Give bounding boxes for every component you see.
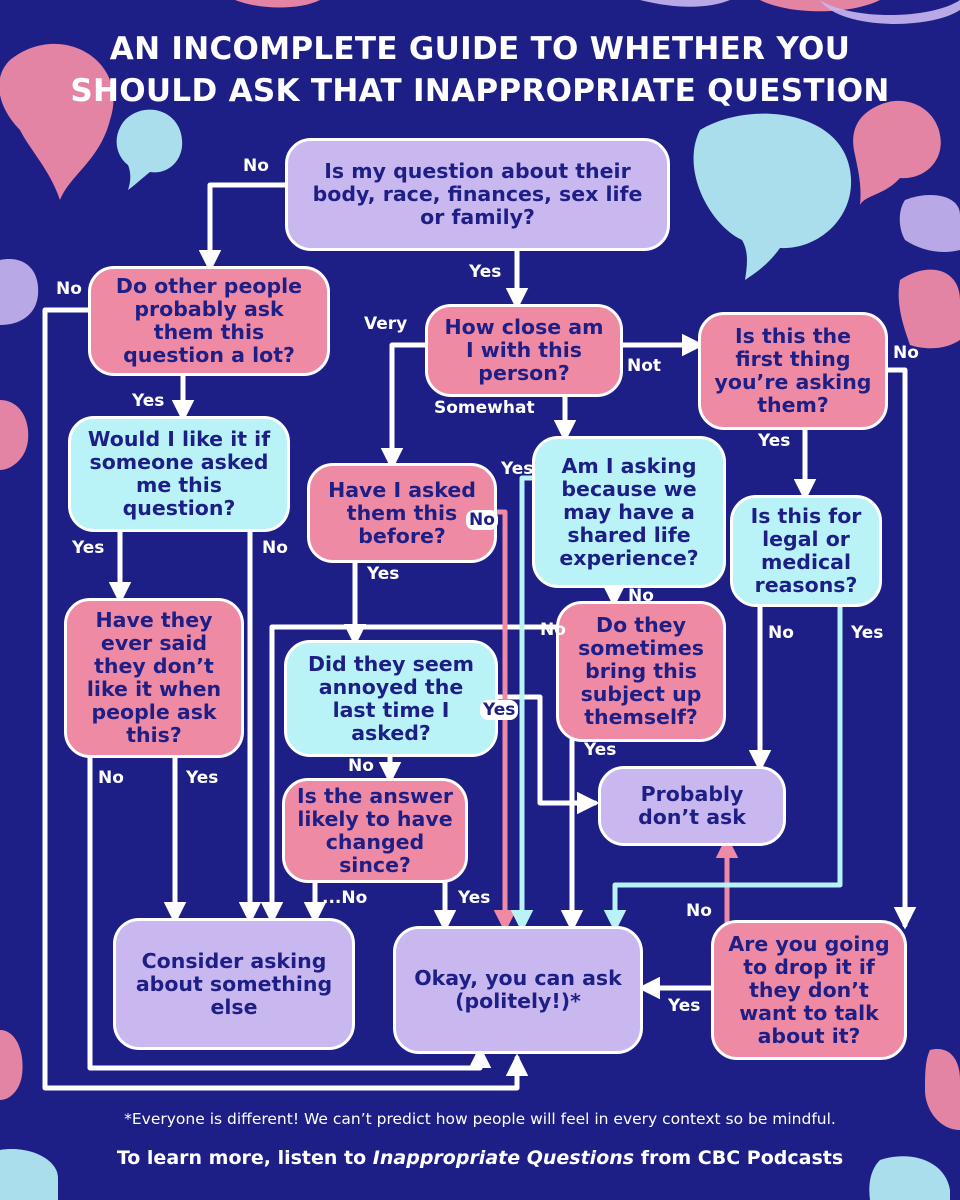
question-answer-changed-box: Is the answer likely to have changed sin… (282, 778, 468, 883)
label-like-no: No (262, 538, 288, 558)
label-shared-no: No (628, 586, 654, 606)
label-annoyed-yes: Yes (480, 700, 519, 720)
question-would-i-like-box: Would I like it if someone asked me this… (68, 416, 290, 532)
label-legal-no: No (768, 623, 794, 643)
question-annoyed-box: Did they seem annoyed the last time I as… (284, 640, 498, 757)
label-others-no: No (56, 279, 82, 299)
question-said-dislike-box: Have they ever said they don’t like it w… (64, 598, 244, 758)
footer-suffix: from CBC Podcasts (634, 1147, 844, 1169)
result-okay-ask-box: Okay, you can ask (politely!)* (393, 926, 643, 1054)
label-asked-yes: Yes (367, 564, 400, 584)
footer-prefix: To learn more, listen to (116, 1147, 373, 1169)
question-others-ask-box: Do other people probably ask them this q… (88, 266, 330, 376)
connector-close-very (380, 342, 431, 471)
label-close-very: Very (364, 314, 408, 334)
result-consider-else-box: Consider asking about something else (113, 918, 355, 1050)
label-legal-yes: Yes (851, 623, 884, 643)
label-changed-yes: Yes (458, 888, 491, 908)
question-how-close-box: How close am I with this person? (425, 304, 623, 397)
speech-bubble-decoration (0, 0, 960, 325)
connector-said-no (87, 752, 492, 1071)
label-bring-yes: Yes (584, 740, 617, 760)
label-drop-yes: Yes (668, 996, 701, 1016)
label-close-somewhat: Somewhat (434, 398, 535, 418)
speech-bubble-decoration (0, 109, 950, 1200)
title-line-1: AN INCOMPLETE GUIDE TO WHETHER YOU (109, 31, 851, 67)
label-drop-no: No (686, 901, 712, 921)
page-title: AN INCOMPLETE GUIDE TO WHETHER YOU SHOUL… (0, 28, 960, 112)
label-close-not: Not (627, 356, 662, 376)
label-first-no: No (893, 343, 919, 363)
footer-show-title: Inappropriate Questions (372, 1147, 635, 1169)
label-topic-no: No (243, 156, 269, 176)
connector-topic-no (198, 182, 293, 273)
label-said-no: No (98, 768, 124, 788)
connector-annoyed-yes (492, 694, 600, 815)
label-annoyed-no: No (348, 756, 374, 776)
label-shared-yes: Yes (501, 459, 534, 479)
question-legal-medical-box: Is this for legal or medical reasons? (730, 495, 882, 607)
question-shared-experience-box: Am I asking because we may have a shared… (532, 436, 726, 588)
label-others-yes: Yes (132, 391, 165, 411)
connector-first-no (882, 367, 917, 930)
question-drop-it-box: Are you going to drop it if they don’t w… (711, 920, 907, 1060)
connector-bring-no (260, 624, 559, 925)
label-first-yes: Yes (758, 431, 791, 451)
speech-bubble-decoration (0, 0, 960, 1130)
connector-shared-yes (510, 475, 538, 933)
label-like-yes: Yes (72, 538, 105, 558)
question-topic-box: Is my question about their body, race, f… (285, 138, 670, 251)
footer-credit: To learn more, listen to Inappropriate Q… (0, 1147, 960, 1169)
label-topic-yes: Yes (469, 262, 502, 282)
label-said-yes: Yes (186, 768, 219, 788)
footnote: *Everyone is different! We can’t predict… (124, 1110, 836, 1128)
label-asked-no: No (466, 510, 498, 530)
title-line-2: SHOULD ASK THAT INAPPROPRIATE QUESTION (70, 73, 890, 109)
question-bring-up-box: Do they sometimes bring this subject up … (556, 601, 726, 742)
result-probably-dont-ask-box: Probably don’t ask (598, 766, 786, 846)
question-first-thing-box: Is this the first thing you’re asking th… (698, 312, 888, 430)
question-asked-before-box: Have I asked them this before? (307, 463, 497, 563)
label-bring-no: No (540, 620, 566, 640)
connector-others-no (42, 307, 529, 1091)
label-changed-no: ...No (322, 888, 368, 908)
connector-asked-no (492, 509, 517, 933)
connector-legal-yes (603, 600, 843, 933)
